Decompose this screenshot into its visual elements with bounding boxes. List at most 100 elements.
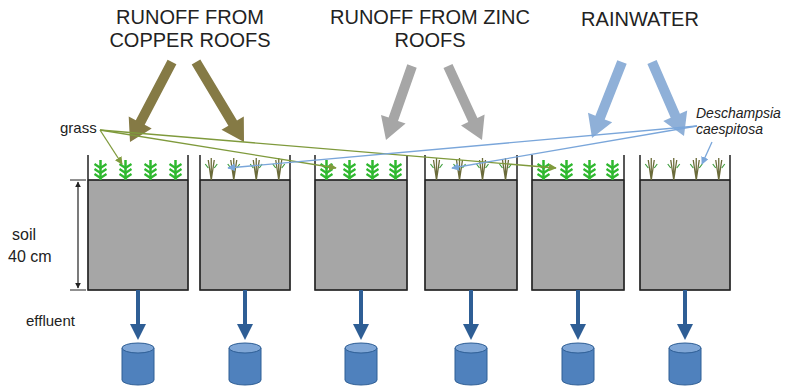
effluent-collectors [122, 290, 701, 385]
deschampsia-leaf [645, 164, 657, 168]
grass-leaf [145, 169, 157, 173]
leader-line [228, 126, 697, 168]
plant-label: Deschampsia caespitosa [696, 105, 791, 137]
dimension-bracket [70, 180, 86, 290]
collector-body [562, 348, 594, 385]
flow-arrow [444, 64, 485, 140]
column-wall [640, 155, 730, 290]
deschampsia-leaf [713, 164, 725, 168]
column-wall [88, 155, 188, 290]
collector-top [345, 343, 377, 353]
grass-leaf [321, 169, 333, 173]
grass-leaf [95, 164, 107, 168]
soil [532, 180, 624, 290]
collector-body [122, 348, 154, 385]
deschampsia-plant [671, 158, 677, 180]
deschampsia-plant [648, 158, 654, 180]
deschampsia-leaf [431, 164, 443, 168]
label-heading: RUNOFF FROM ZINC ROOFS [330, 6, 530, 52]
grass-leaf [607, 174, 619, 178]
grass-leaf [584, 164, 596, 168]
soil-surface [425, 179, 517, 181]
deschampsia-plant [434, 158, 440, 180]
effluent-pipe [683, 290, 687, 332]
soil [88, 180, 188, 290]
grass-leaf [584, 174, 596, 178]
flow-arrow [192, 59, 244, 142]
column-wall [315, 155, 407, 290]
collector-body [669, 348, 701, 385]
collector-body [345, 348, 377, 385]
effluent-pipe [359, 290, 363, 332]
grass-leaf [145, 174, 157, 178]
flow-arrow [588, 60, 627, 138]
grass-leaf [584, 169, 596, 173]
column-wall [200, 155, 290, 290]
effluent-pipe [576, 290, 580, 332]
soil [200, 180, 290, 290]
column-wall [425, 155, 517, 290]
grass-leaf [170, 164, 182, 168]
soil-surface [88, 179, 188, 181]
grass-leaf [607, 164, 619, 168]
deschampsia-plant [208, 158, 214, 180]
collector-body [229, 348, 261, 385]
flow-arrow [647, 60, 687, 136]
grass-leaf [344, 164, 356, 168]
collector-body [455, 348, 487, 385]
effluent-pipe [469, 290, 473, 332]
collector-top [669, 343, 701, 353]
grass-leaf [145, 164, 157, 168]
deschampsia-plant [716, 158, 722, 180]
dimension-label: 40 cm [8, 248, 52, 266]
grass-leaf [170, 169, 182, 173]
deschampsia-plant [457, 158, 463, 180]
soil [315, 180, 407, 290]
collector-top [562, 343, 594, 353]
grass-leaf [390, 174, 402, 178]
soil [425, 180, 517, 290]
deschampsia-leaf [273, 164, 285, 168]
effluent-pipe [136, 290, 140, 332]
soil-surface [640, 179, 730, 181]
grass-leaf [538, 169, 550, 173]
deschampsia-plant [503, 158, 509, 180]
grass-leaf [95, 169, 107, 173]
plant-label: grass [60, 119, 97, 136]
grass-leaf [561, 164, 573, 168]
grass-leaf [538, 174, 550, 178]
soil-surface [532, 179, 624, 181]
runoff-arrows [129, 59, 688, 142]
deschampsia-leaf [477, 164, 489, 168]
column-wall [532, 155, 624, 290]
collector-top [122, 343, 154, 353]
grass-leaf [367, 164, 379, 168]
label-heading: RAINWATER [560, 8, 720, 31]
grass-leaf [120, 169, 132, 173]
grass-leaf [120, 174, 132, 178]
flow-label: effluent [26, 312, 75, 329]
flow-arrow [129, 60, 177, 142]
deschampsia-leaf [690, 164, 702, 168]
leader-line [100, 130, 336, 168]
flow-arrow [381, 64, 417, 140]
plants [95, 158, 725, 180]
leader-line [452, 126, 697, 168]
deschampsia-plant [693, 158, 699, 180]
grass-leaf [607, 169, 619, 173]
deschampsia-plant [231, 158, 237, 180]
grass-leaf [561, 174, 573, 178]
label-heading: RUNOFF FROM COPPER ROOFS [90, 6, 290, 52]
grass-leaf [344, 169, 356, 173]
collector-top [229, 343, 261, 353]
grass-leaf [561, 169, 573, 173]
deschampsia-plant [276, 158, 282, 180]
effluent-pipe [243, 290, 247, 332]
deschampsia-plant [253, 158, 259, 180]
collector-top [455, 343, 487, 353]
leader-line [702, 142, 712, 164]
soil-surface [200, 179, 290, 181]
deschampsia-leaf [668, 164, 680, 168]
soil-columns [88, 155, 730, 290]
